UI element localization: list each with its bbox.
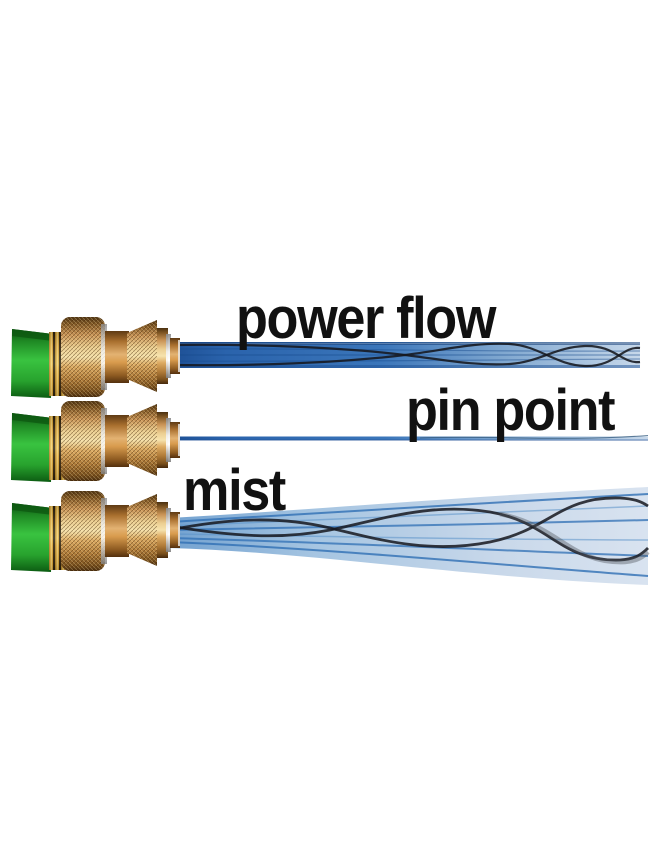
stream-power-flow bbox=[170, 342, 641, 368]
label-mist: mist bbox=[183, 458, 286, 523]
label-power-flow: power flow bbox=[236, 286, 496, 351]
nozzle-photo-power-flow bbox=[5, 312, 180, 400]
nozzle-photo-mist bbox=[5, 486, 180, 574]
stream-mist bbox=[170, 487, 650, 585]
nozzle-photo-pin-point bbox=[5, 396, 180, 484]
label-pin-point: pin point bbox=[406, 378, 616, 443]
stream-pin-point bbox=[170, 434, 649, 441]
